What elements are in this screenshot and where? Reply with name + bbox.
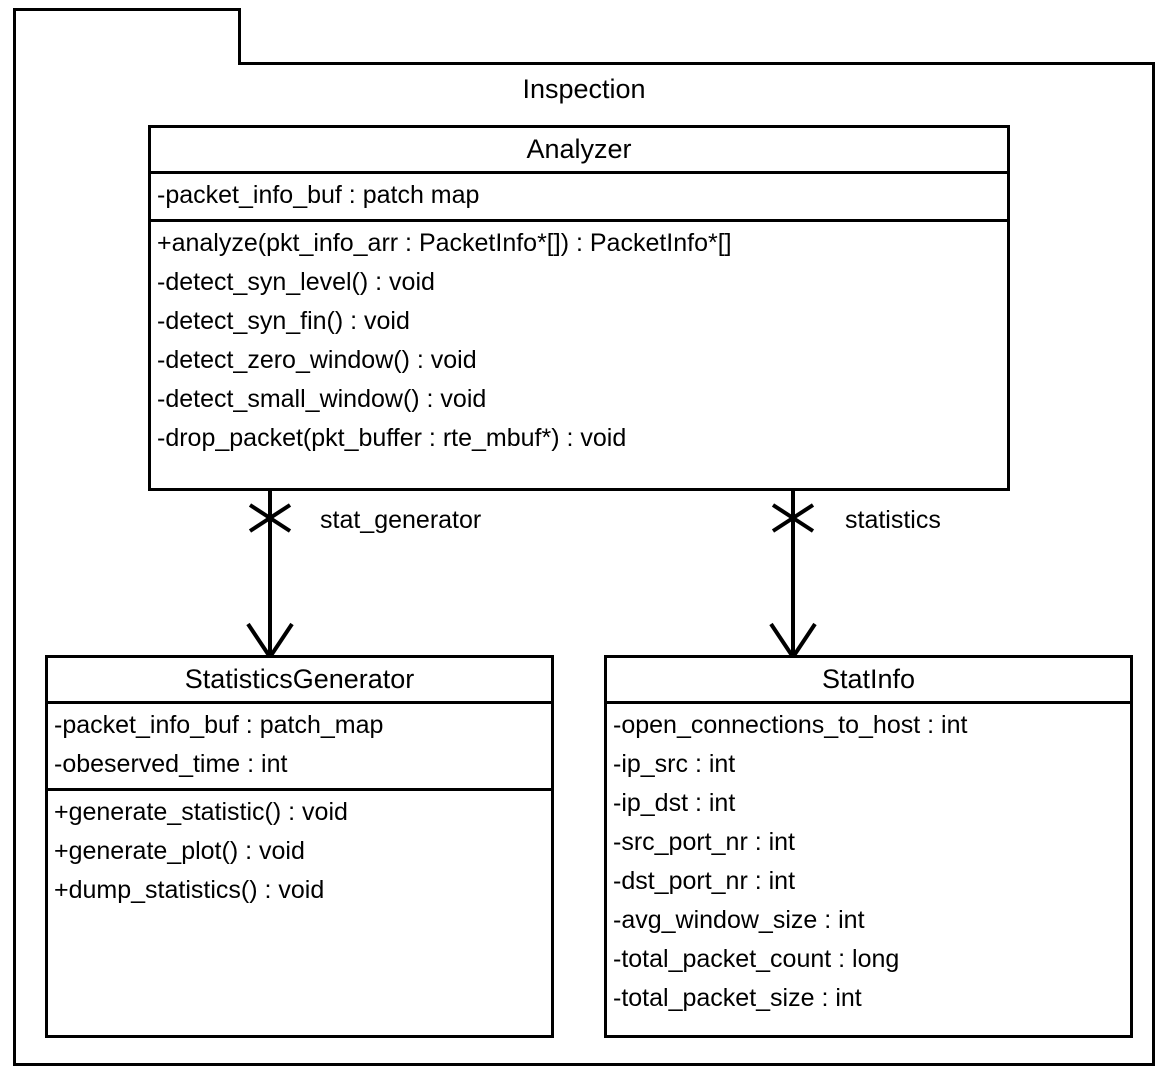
association-label-stat-generator: stat_generator bbox=[320, 506, 482, 534]
open-arrow-marker bbox=[769, 622, 817, 659]
method-row: -detect_zero_window() : void bbox=[157, 346, 477, 374]
cross-marker bbox=[771, 503, 815, 533]
attributes-analyzer: -packet_info_buf : patch map bbox=[151, 174, 1007, 222]
attribute-row: -dst_port_nr : int bbox=[613, 867, 796, 895]
method-row: -detect_small_window() : void bbox=[157, 385, 487, 413]
package-title: Inspection bbox=[522, 74, 646, 104]
method-row: +dump_statistics() : void bbox=[54, 876, 325, 904]
class-statinfo[interactable]: StatInfo -open_connections_to_host : int… bbox=[604, 655, 1133, 1038]
attributes-statisticsgenerator: -packet_info_buf : patch_map -obeserved_… bbox=[48, 704, 551, 791]
association-label-statistics: statistics bbox=[845, 506, 941, 534]
package-tab bbox=[13, 8, 241, 65]
method-row: +analyze(pkt_info_arr : PacketInfo*[]) :… bbox=[157, 229, 732, 257]
attributes-statinfo: -open_connections_to_host : int -ip_src … bbox=[607, 704, 1130, 1022]
association-statistics[interactable] bbox=[733, 488, 863, 660]
method-row: +generate_statistic() : void bbox=[54, 798, 348, 826]
attribute-row: -obeserved_time : int bbox=[54, 750, 288, 778]
method-row: -detect_syn_level() : void bbox=[157, 268, 435, 296]
attribute-row: -src_port_nr : int bbox=[613, 828, 796, 856]
attribute-row: -ip_dst : int bbox=[613, 789, 736, 817]
association-stat-generator[interactable] bbox=[210, 488, 340, 660]
class-name-statisticsgenerator: StatisticsGenerator bbox=[48, 658, 551, 704]
attribute-row: -avg_window_size : int bbox=[613, 906, 865, 934]
open-arrow-marker bbox=[246, 622, 294, 659]
attribute-row: -ip_src : int bbox=[613, 750, 736, 778]
method-row: +generate_plot() : void bbox=[54, 837, 305, 865]
attribute-row: -total_packet_count : long bbox=[613, 945, 900, 973]
attribute-row: -packet_info_buf : patch map bbox=[157, 181, 480, 209]
methods-statisticsgenerator: +generate_statistic() : void +generate_p… bbox=[48, 791, 551, 914]
cross-marker bbox=[248, 503, 292, 533]
class-name-statinfo: StatInfo bbox=[607, 658, 1130, 704]
method-row: -detect_syn_fin() : void bbox=[157, 307, 410, 335]
attribute-row: -open_connections_to_host : int bbox=[613, 711, 968, 739]
methods-analyzer: +analyze(pkt_info_arr : PacketInfo*[]) :… bbox=[151, 222, 1007, 462]
attribute-row: -total_packet_size : int bbox=[613, 984, 862, 1012]
method-row: -drop_packet(pkt_buffer : rte_mbuf*) : v… bbox=[157, 424, 627, 452]
attribute-row: -packet_info_buf : patch_map bbox=[54, 711, 384, 739]
class-statisticsgenerator[interactable]: StatisticsGenerator -packet_info_buf : p… bbox=[45, 655, 554, 1038]
class-name-analyzer: Analyzer bbox=[151, 128, 1007, 174]
class-analyzer[interactable]: Analyzer -packet_info_buf : patch map +a… bbox=[148, 125, 1010, 491]
